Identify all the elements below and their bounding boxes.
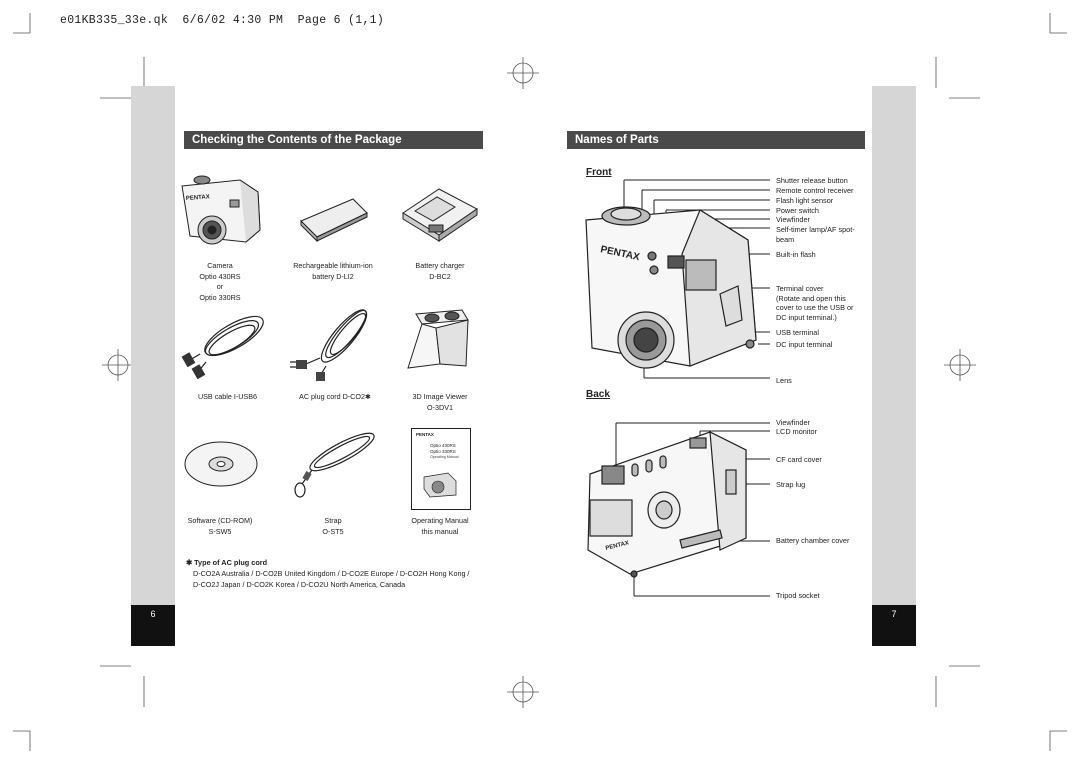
left-side-tab: [131, 86, 175, 606]
ac-cord-note-text: D-CO2A Australia / D-CO2B United Kingdom…: [193, 569, 470, 589]
front-heading: Front: [586, 167, 612, 178]
ac-cord-icon: [290, 309, 368, 381]
usb-cable-icon: [181, 315, 264, 380]
label-usb-terminal: USB terminal: [776, 328, 819, 337]
label-flash-sensor: Flash light sensor: [776, 196, 834, 205]
caption-ac-cord: AC plug cord D-CO2✱: [299, 392, 371, 401]
label-shutter-release: Shutter release button: [776, 176, 848, 185]
page-number-right-text: 7: [891, 609, 897, 619]
label-power-switch: Power switch: [776, 206, 819, 215]
cd-rom-icon: [184, 441, 258, 487]
label-lcd-monitor: LCD monitor: [776, 427, 817, 436]
front-camera-drawing: PENTAX: [585, 179, 770, 379]
camera-brand: PENTAX: [186, 194, 210, 202]
page-number-left: 6: [131, 605, 175, 646]
page-number-right: 7: [872, 605, 916, 646]
caption-usb-cable: USB cable I-USB6: [197, 392, 258, 401]
caption-camera: Camera Optio 430RS or Optio 330RS: [199, 261, 241, 302]
charger-icon: [402, 188, 478, 242]
label-cf-card-cover: CF card cover: [776, 455, 822, 464]
label-battery-cover: Battery chamber cover: [776, 536, 850, 545]
caption-charger: Battery charger D-BC2: [415, 261, 465, 281]
manual-icon: PENTAX Optio 430RS Optio 330RS Operating…: [411, 428, 471, 510]
caption-strap: Strap O-ST5: [322, 516, 344, 536]
label-self-timer: Self-timer lamp/AF spot- beam: [776, 225, 855, 244]
manual-model-1: Optio 430RS: [430, 443, 456, 448]
caption-viewer: 3D Image Viewer O-3DV1: [412, 392, 468, 412]
parts-section-title: Names of Parts: [567, 131, 865, 149]
label-viewfinder-front: Viewfinder: [776, 215, 810, 224]
label-tripod-socket: Tripod socket: [776, 591, 820, 600]
caption-cd-rom: Software (CD-ROM) S-SW5: [187, 516, 253, 536]
manual-subtitle: Operating Manual: [430, 455, 459, 459]
right-side-tab: [872, 86, 916, 606]
manual-brand: PENTAX: [416, 432, 434, 437]
back-brand: PENTAX: [605, 540, 630, 552]
label-remote-receiver: Remote control receiver: [776, 186, 854, 195]
caption-battery: Rechargeable lithium-ion battery D-LI2: [293, 261, 373, 281]
back-camera-drawing: PENTAX: [587, 422, 770, 597]
label-strap-lug: Strap lug: [776, 480, 806, 489]
viewer-icon: [407, 309, 469, 369]
ac-cord-note-heading: ✱ Type of AC plug cord: [186, 558, 268, 567]
label-built-in-flash: Built-in flash: [776, 250, 816, 259]
label-viewfinder-back: Viewfinder: [776, 418, 810, 427]
label-terminal-cover: Terminal cover (Rotate and open this cov…: [776, 284, 854, 322]
back-heading: Back: [586, 389, 610, 400]
strap-icon: [294, 432, 375, 498]
label-lens: Lens: [776, 376, 792, 385]
manual-model-2: Optio 330RS: [430, 449, 456, 454]
label-dc-input: DC input terminal: [776, 340, 833, 349]
battery-icon: [300, 198, 368, 243]
page-number-left-text: 6: [150, 609, 156, 619]
camera-icon: PENTAX: [181, 175, 261, 245]
caption-manual: Operating Manual this manual: [411, 516, 469, 536]
contents-section-title: Checking the Contents of the Package: [184, 131, 483, 149]
print-slug: e01KB335_33e.qk 6/6/02 4:30 PM Page 6 (1…: [60, 14, 385, 27]
